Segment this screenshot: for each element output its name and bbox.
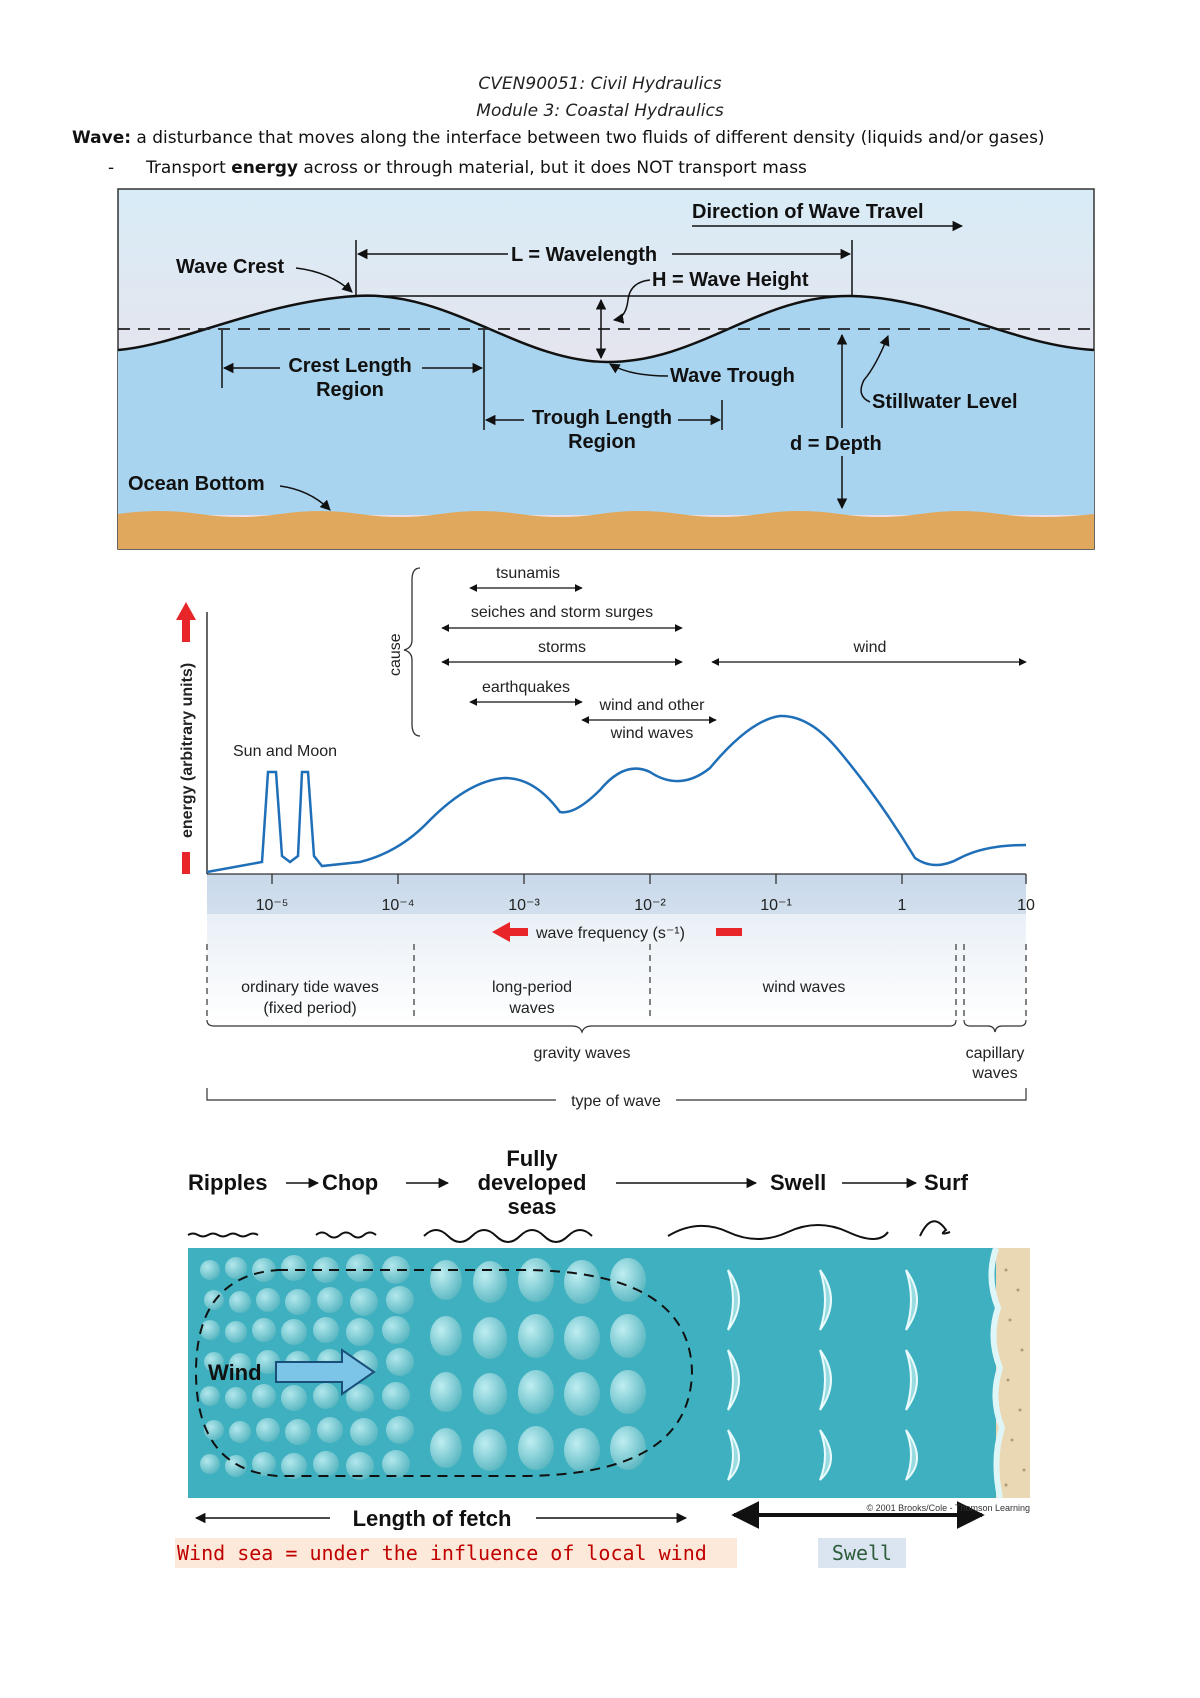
fetch-diagram: Ripples Chop Fully developed seas Swell … xyxy=(187,1146,1030,1530)
course-title: CVEN90051: Civil Hydraulics xyxy=(478,74,722,94)
bullet-pre: Transport xyxy=(146,158,232,178)
stillwater-label: Stillwater Level xyxy=(872,391,1018,413)
definition-bullet: - Transport energy across or through mate… xyxy=(108,158,807,178)
cause-tsunamis: tsunamis xyxy=(496,565,560,582)
cause-label: cause xyxy=(387,633,404,676)
stage-fully-3: seas xyxy=(508,1194,557,1219)
region-long-1: long-period xyxy=(492,979,572,996)
fetch-length-label: Length of fetch xyxy=(353,1506,512,1530)
region-tide-1: ordinary tide waves xyxy=(241,979,379,996)
wave-height-label: H = Wave Height xyxy=(652,269,809,291)
region-wind-waves: wind waves xyxy=(762,979,846,996)
trough-region-label-2: Region xyxy=(568,431,636,453)
tick-label: 1 xyxy=(898,897,907,914)
direction-label: Direction of Wave Travel xyxy=(692,201,924,223)
stage-surf: Surf xyxy=(924,1170,969,1195)
ocean-bottom-label: Ocean Bottom xyxy=(128,473,265,495)
frequency-axis-label: wave frequency (s⁻¹) xyxy=(535,925,685,942)
depth-label: d = Depth xyxy=(790,433,882,455)
tick-label: 10⁻⁴ xyxy=(381,897,414,914)
wave-definition: Wave: a disturbance that moves along the… xyxy=(72,128,1045,148)
credit-label: © 2001 Brooks/Cole - Thomson Learning xyxy=(866,1503,1030,1513)
tick-label: 10⁻¹ xyxy=(760,897,792,914)
wind-arrow xyxy=(275,1348,376,1396)
energy-axis-label: energy (arbitrary units) xyxy=(179,663,196,838)
bullet-bold: energy xyxy=(231,158,298,178)
definition-text: a disturbance that moves along the inter… xyxy=(131,128,1045,148)
bullet-dash: - xyxy=(108,158,115,178)
cause-seiches: seiches and storm surges xyxy=(471,604,653,621)
tick-label: 10⁻² xyxy=(634,897,666,914)
tick-label: 10⁻⁵ xyxy=(256,897,289,914)
stage-fully-2: developed xyxy=(478,1170,587,1195)
cause-earthquakes: earthquakes xyxy=(482,679,570,696)
capillary-label-2: waves xyxy=(971,1065,1017,1082)
swell-note: Swell xyxy=(818,1538,906,1568)
trough-region-label-1: Trough Length xyxy=(532,407,672,429)
bullet-post: across or through material, but it does … xyxy=(297,158,807,178)
wave-spectrum-diagram: energy (arbitrary units) cause tsunamis … xyxy=(176,565,1035,1110)
stage-chop: Chop xyxy=(322,1170,378,1195)
sun-moon-label: Sun and Moon xyxy=(233,743,337,760)
crest-region-label-1: Crest Length xyxy=(288,355,411,377)
frequency-left-arrow xyxy=(492,922,528,942)
gravity-waves-label: gravity waves xyxy=(534,1045,631,1062)
definition-term: Wave: xyxy=(72,128,132,148)
cause-storms: storms xyxy=(538,639,586,656)
wavelength-label: L = Wavelength xyxy=(511,244,657,266)
tick-label: 10⁻³ xyxy=(508,897,540,914)
module-title: Module 3: Coastal Hydraulics xyxy=(476,101,724,121)
cause-wind: wind xyxy=(853,639,887,656)
tick-label: 10 xyxy=(1017,897,1035,914)
wave-crest-label: Wave Crest xyxy=(176,256,285,278)
wave-anatomy-diagram: Direction of Wave Travel L = Wavelength … xyxy=(117,188,1095,550)
wave-trough-label: Wave Trough xyxy=(670,365,795,387)
stage-fully-1: Fully xyxy=(506,1146,558,1171)
region-tide-2: (fixed period) xyxy=(263,1000,356,1017)
region-long-2: waves xyxy=(508,1000,554,1017)
wind-label: Wind xyxy=(208,1360,262,1385)
energy-up-arrow xyxy=(176,602,196,642)
wind-sea-note: Wind sea = under the influence of local … xyxy=(175,1538,737,1568)
energy-curve xyxy=(206,714,1027,874)
cause-wind-other-1: wind and other xyxy=(599,697,706,714)
cause-wind-other-2: wind waves xyxy=(610,725,694,742)
stage-ripples: Ripples xyxy=(188,1170,267,1195)
stage-swell: Swell xyxy=(770,1170,826,1195)
type-of-wave-label: type of wave xyxy=(571,1093,661,1110)
capillary-label-1: capillary xyxy=(966,1045,1025,1062)
crest-region-label-2: Region xyxy=(316,379,384,401)
